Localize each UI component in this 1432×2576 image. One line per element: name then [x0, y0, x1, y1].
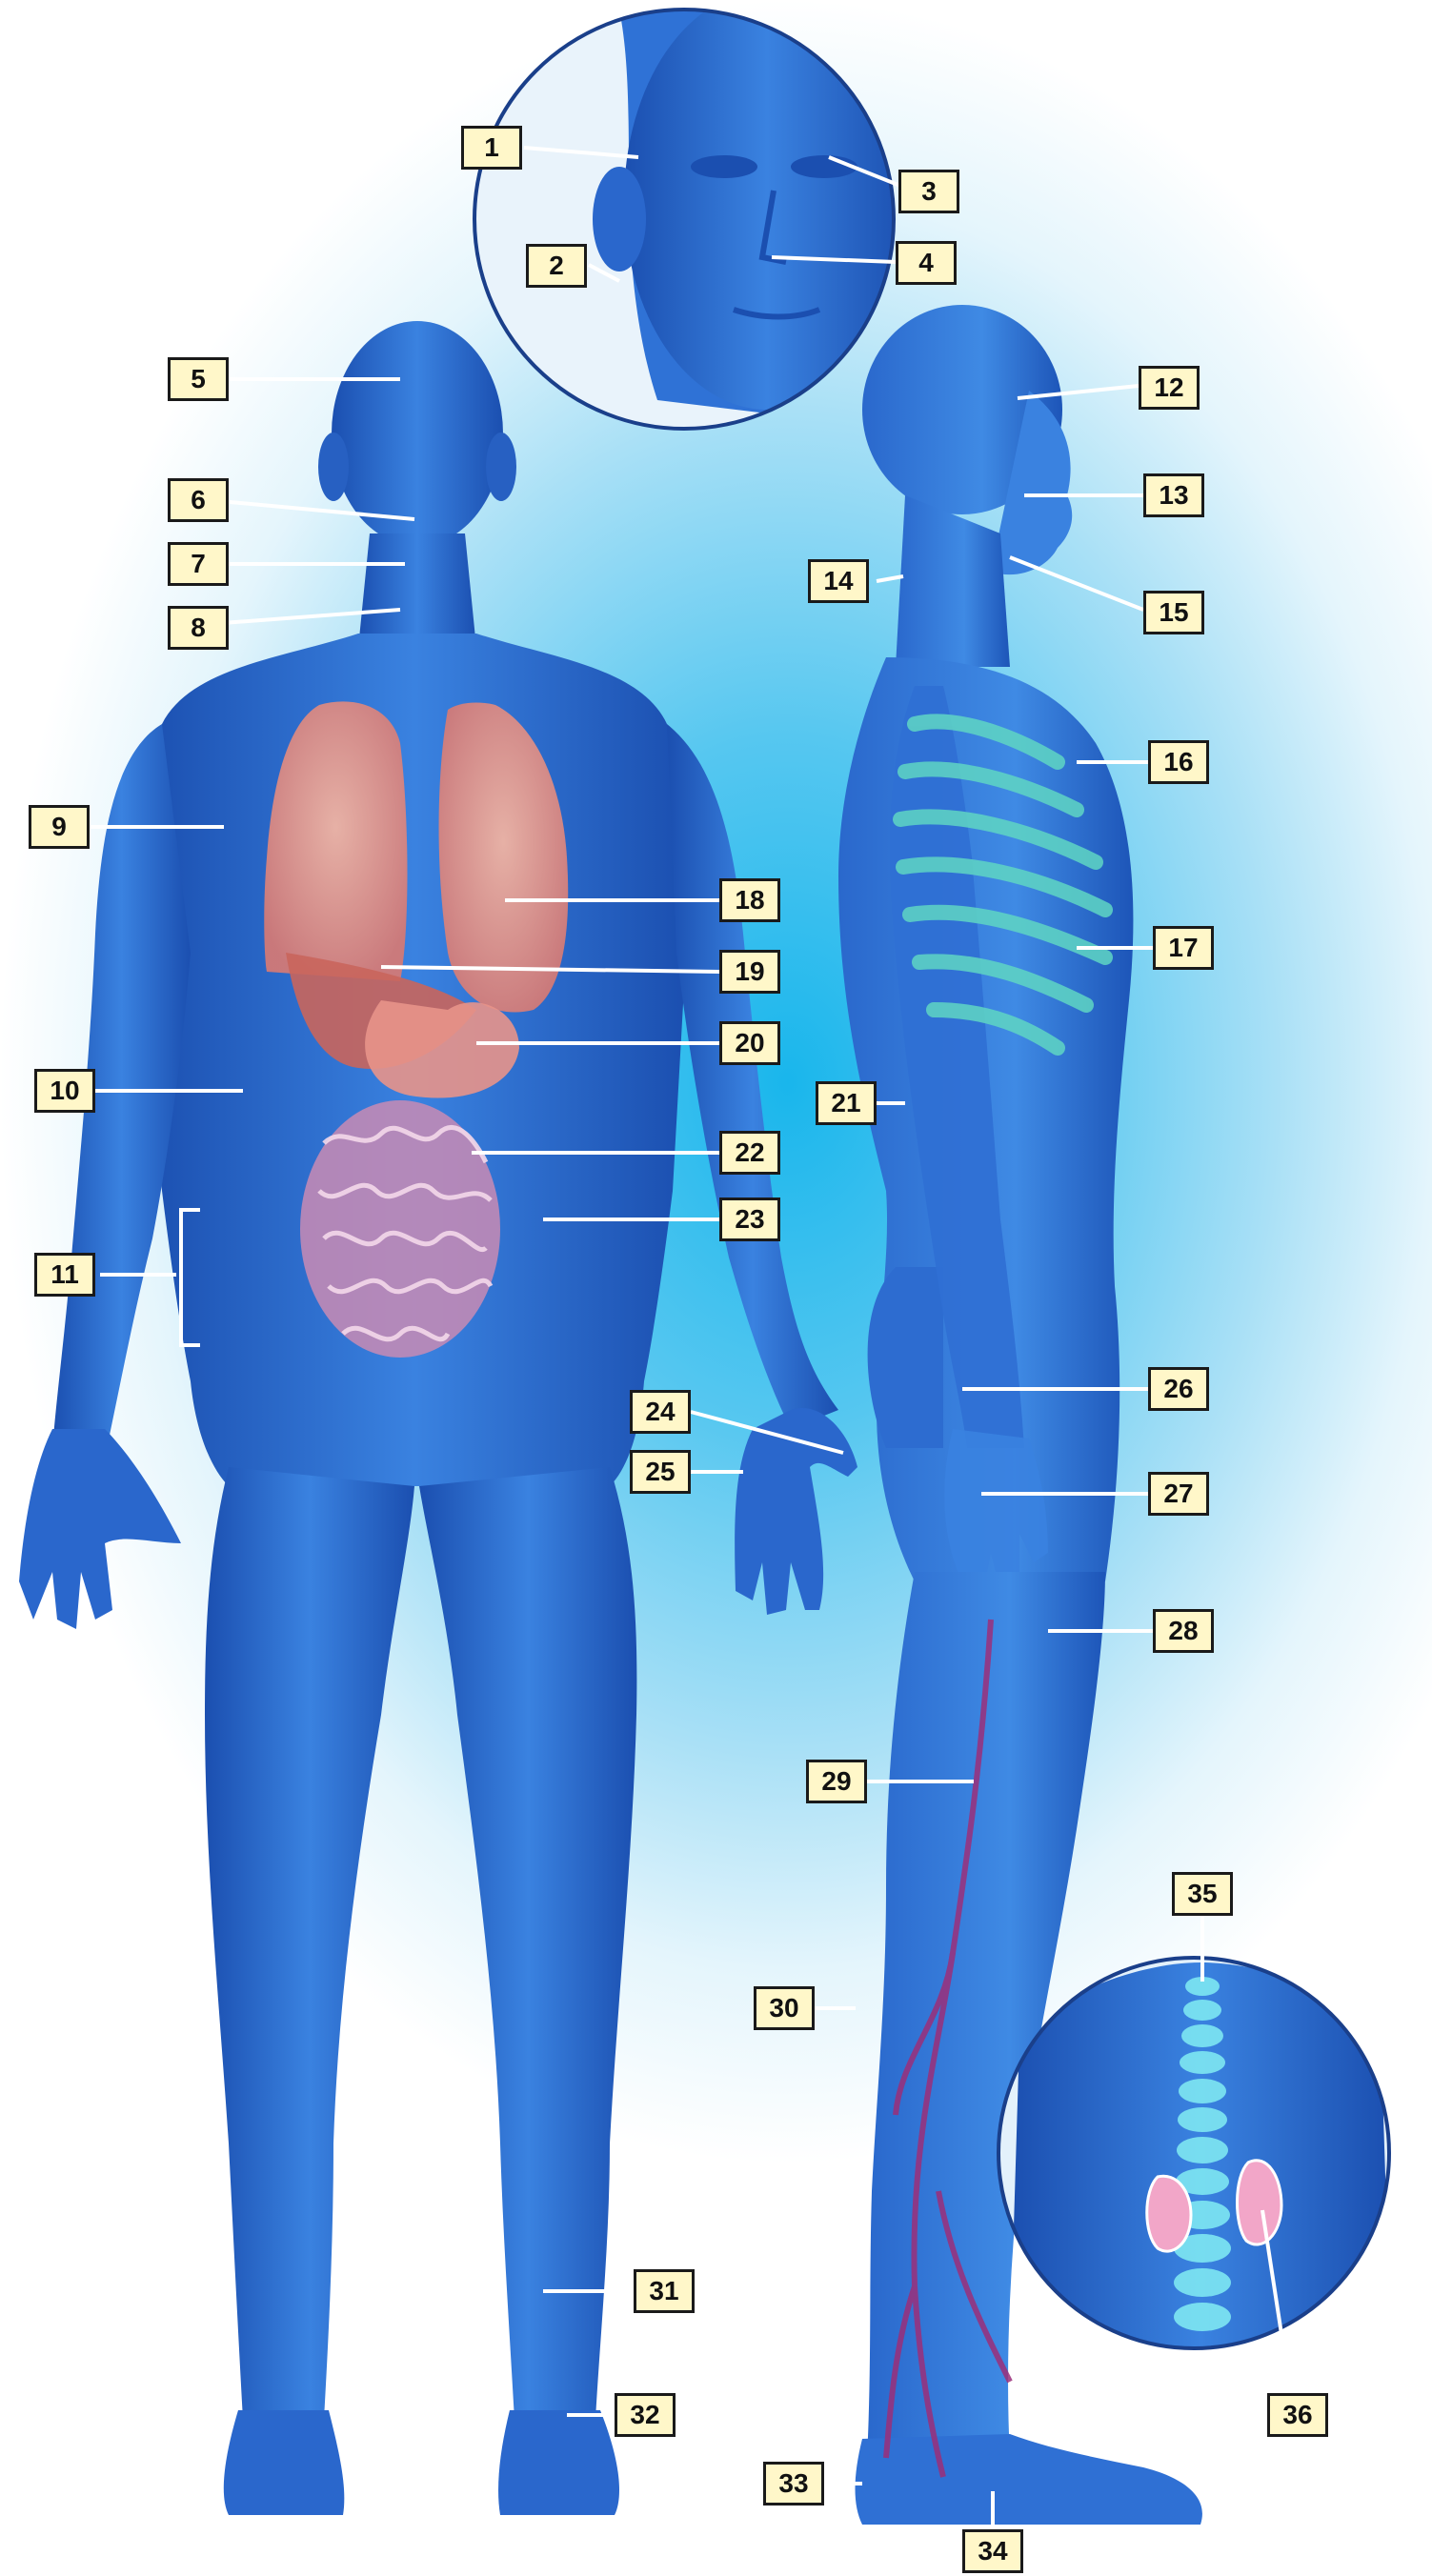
label-3: 3	[898, 170, 959, 213]
label-15: 15	[1143, 591, 1204, 634]
label-24: 24	[630, 1390, 691, 1434]
label-7: 7	[168, 542, 229, 586]
label-26: 26	[1148, 1367, 1209, 1411]
label-28: 28	[1153, 1609, 1214, 1653]
label-25: 25	[630, 1450, 691, 1494]
face-inset	[474, 0, 910, 429]
label-21: 21	[816, 1081, 877, 1125]
label-20: 20	[719, 1021, 780, 1065]
label-2: 2	[526, 244, 587, 288]
label-29: 29	[806, 1760, 867, 1803]
label-32: 32	[615, 2393, 676, 2437]
label-36: 36	[1267, 2393, 1328, 2437]
label-19: 19	[719, 950, 780, 994]
label-34: 34	[962, 2529, 1023, 2573]
label-8: 8	[168, 606, 229, 650]
label-23: 23	[719, 1197, 780, 1241]
label-30: 30	[754, 1986, 815, 2030]
label-22: 22	[719, 1131, 780, 1175]
label-11: 11	[34, 1253, 95, 1297]
label-4: 4	[896, 241, 957, 285]
back-inset	[991, 1953, 1391, 2353]
label-14: 14	[808, 559, 869, 603]
label-16: 16	[1148, 740, 1209, 784]
front-body	[19, 321, 857, 2515]
label-33: 33	[763, 2462, 824, 2506]
label-1: 1	[461, 126, 522, 170]
label-13: 13	[1143, 473, 1204, 517]
label-9: 9	[29, 805, 90, 849]
label-31: 31	[634, 2269, 695, 2313]
label-12: 12	[1139, 366, 1200, 410]
label-17: 17	[1153, 926, 1214, 970]
label-18: 18	[719, 878, 780, 922]
label-5: 5	[168, 357, 229, 401]
label-6: 6	[168, 478, 229, 522]
label-10: 10	[34, 1069, 95, 1113]
label-27: 27	[1148, 1472, 1209, 1516]
label-35: 35	[1172, 1872, 1233, 1916]
